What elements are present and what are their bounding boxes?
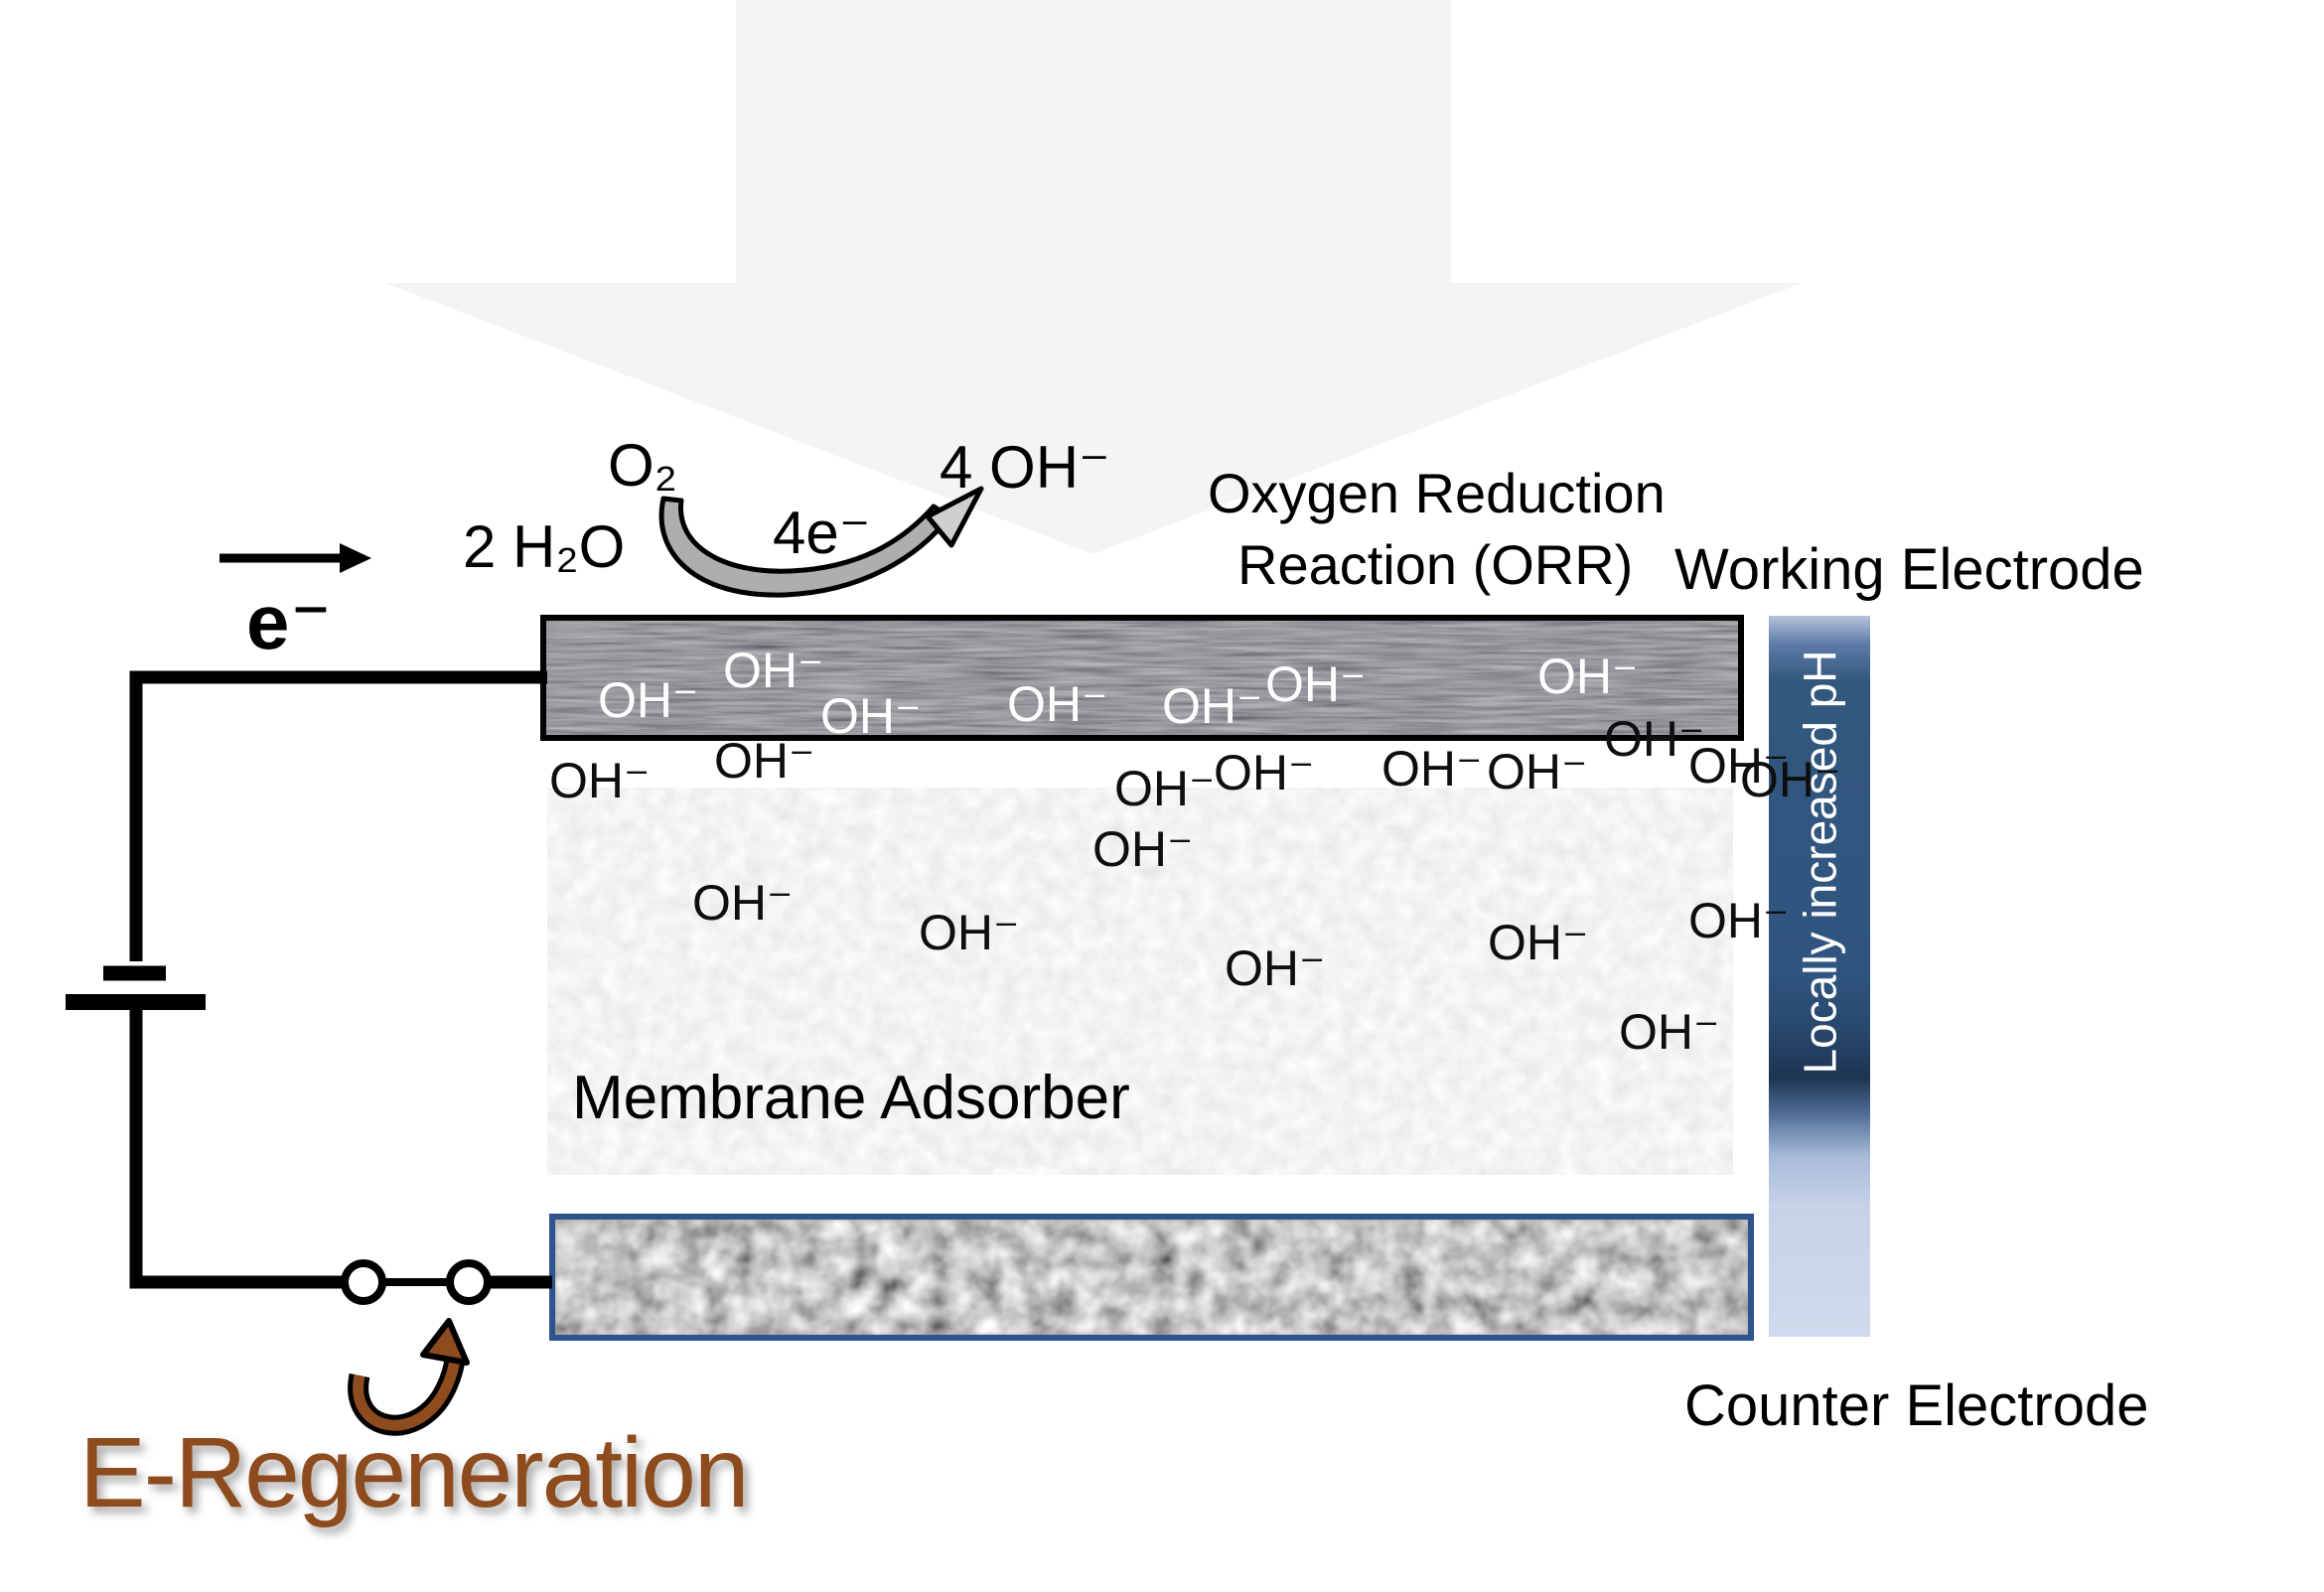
regeneration-arrow-head [420,1318,470,1366]
orr-title-line1: Oxygen Reduction [1208,462,1666,524]
hydroxide-label: OH⁻ [1225,941,1326,996]
orr-curved-arrow-head [925,486,984,548]
e-regeneration-label: E-Regeneration [79,1417,749,1528]
down-arrow-shape [385,0,1802,554]
hydroxide-label: OH⁻ [1537,649,1639,704]
hydroxide-label: OH⁻ [1619,1004,1720,1060]
hydroxide-label: OH⁻ [692,875,794,931]
counter-electrode-texture [555,1220,1748,1335]
hydroxide-label: OH⁻ [1604,711,1705,767]
h2o-label: 2 H₂O [463,513,626,580]
hydroxide-label: OH⁻ [1214,745,1315,800]
working-electrode-texture [546,621,1738,735]
hydroxide-label: OH⁻ [1381,741,1483,796]
counter-electrode-label: Counter Electrode [1684,1374,2149,1438]
hydroxide-label: OH⁻ [1007,676,1108,732]
working-electrode-label: Working Electrode [1674,537,2144,602]
working-electrode-bar [540,615,1744,741]
hydroxide-label: OH⁻ [1162,678,1263,734]
o2-label: O₂ [608,432,677,499]
hydroxide-label: OH⁻ [1688,893,1790,948]
wire-top-left [129,670,547,961]
hydroxide-label: OH⁻ [1092,821,1194,877]
counter-electrode-bar [549,1214,1754,1341]
electrons-4e-label: 4e⁻ [773,500,871,566]
hydroxide-label: OH⁻ [820,688,922,744]
electron-flow-arrow-head [340,543,371,573]
hydroxide-label: OH⁻ [1487,744,1588,799]
switch-contact-right [446,1259,492,1305]
ph-gradient-bar [1769,616,1870,1337]
hydroxide-label: OH⁻ [549,753,651,808]
ph-bar-label: Locally increased pH [1794,650,1846,1075]
membrane-adsorber-region [547,788,1733,1175]
hydroxide-label: OH⁻ [1488,915,1589,970]
electron-label: e⁻ [246,578,333,665]
hydroxide-label: OH⁻ [1114,761,1216,816]
hydroxide-label: OH⁻ [919,905,1020,960]
hydroxide-label: OH⁻ [714,733,815,789]
switch-contact-left [341,1259,386,1305]
hydroxide-label: OH⁻ [1688,738,1790,794]
hydroxide-product-label: 4 OH⁻ [940,434,1110,501]
membrane-texture [547,788,1733,1175]
hydroxide-label: OH⁻ [723,643,824,698]
orr-title-line2: Reaction (ORR) [1237,533,1634,596]
hydroxide-label: OH⁻ [1740,752,1841,807]
hydroxide-label: OH⁻ [598,672,699,728]
regeneration-arrow [353,1358,461,1431]
wire-bottom-left [129,1010,345,1289]
membrane-adsorber-label: Membrane Adsorber [572,1064,1130,1132]
hydroxide-label: OH⁻ [1265,656,1367,712]
